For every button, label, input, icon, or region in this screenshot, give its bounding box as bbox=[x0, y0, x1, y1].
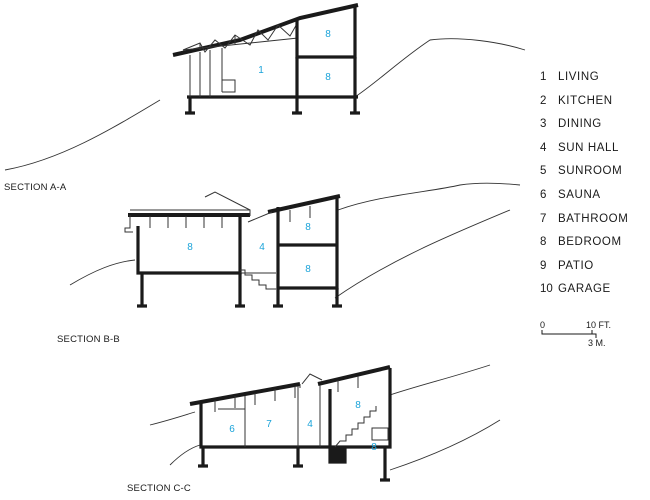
section-c-terrain-left bbox=[169, 444, 201, 466]
section-c-room-7: 7 bbox=[266, 419, 272, 430]
legend-number: 10 bbox=[540, 283, 553, 296]
legend-name: GARAGE bbox=[558, 283, 611, 296]
legend-item: 10 GARAGE bbox=[540, 283, 628, 307]
legend-number: 9 bbox=[540, 259, 547, 272]
legend-name: BATHROOM bbox=[558, 212, 629, 225]
legend-name: DINING bbox=[558, 118, 602, 131]
legend-item: 8 BEDROOM bbox=[540, 236, 628, 260]
legend-number: 5 bbox=[540, 165, 547, 178]
section-c-room-6: 6 bbox=[229, 424, 235, 435]
scale-bar: 0 10 FT. 3 M. bbox=[536, 320, 616, 352]
scale-bar-line bbox=[541, 330, 597, 338]
section-b-terrain-right bbox=[337, 182, 521, 211]
legend-name: PATIO bbox=[558, 259, 594, 272]
section-a-room-8-lower: 8 bbox=[325, 72, 331, 83]
legend-item: 4 SUN HALL bbox=[540, 142, 628, 166]
section-b-terrain-lower bbox=[334, 209, 511, 299]
section-b-bedroom-box bbox=[136, 216, 242, 275]
legend-number: 4 bbox=[540, 141, 547, 154]
section-a-lower-bedroom bbox=[295, 57, 357, 97]
legend-item: 7 BATHROOM bbox=[540, 213, 628, 237]
section-b-sunhall-roof bbox=[247, 211, 273, 223]
legend-name: LIVING bbox=[558, 71, 600, 83]
section-b-right-box bbox=[276, 196, 339, 290]
section-c-basement bbox=[328, 447, 347, 464]
section-a-upper-bedroom-walls bbox=[295, 5, 357, 59]
section-c-drawing: 6 7 4 8 8 bbox=[149, 364, 501, 482]
section-a-terrain-left bbox=[4, 99, 161, 171]
section-c-piers bbox=[201, 447, 387, 480]
section-a-terrain-right bbox=[354, 38, 526, 98]
legend-number: 8 bbox=[540, 236, 547, 249]
section-a-room-1: 1 bbox=[258, 65, 264, 76]
section-b-room-8-lower: 8 bbox=[305, 264, 311, 275]
scale-zero: 0 bbox=[540, 320, 546, 330]
scale-meters: 3 M. bbox=[588, 338, 606, 348]
section-c-label: SECTION C-C bbox=[127, 483, 191, 494]
section-b-room-8-left: 8 bbox=[187, 242, 193, 253]
section-b-stair bbox=[240, 269, 276, 290]
section-c-stair bbox=[334, 406, 377, 448]
section-c-bedroom-box bbox=[330, 368, 392, 449]
scale-feet: 10 FT. bbox=[586, 320, 612, 330]
section-c-footings bbox=[198, 464, 390, 482]
section-a-drawing: 1 8 8 bbox=[4, 3, 526, 171]
section-b-terrain-left bbox=[69, 259, 136, 286]
legend-item: 3 DINING bbox=[540, 118, 628, 142]
section-a-glazing bbox=[189, 48, 236, 97]
room-legend: 1 LIVING 2 KITCHEN 3 DINING 4 SUN HALL 5 SUNR… bbox=[540, 71, 628, 307]
legend-name: SAUNA bbox=[558, 188, 601, 201]
section-c-room-8-lower: 8 bbox=[371, 442, 377, 453]
section-a-label: SECTION A-A bbox=[4, 182, 67, 193]
section-a-piers bbox=[188, 97, 357, 113]
section-c-roof-right bbox=[317, 365, 391, 386]
legend-item: 6 SAUNA bbox=[540, 189, 628, 213]
section-b-room-8-upper: 8 bbox=[305, 222, 311, 233]
legend-item: 5 SUNROOM bbox=[540, 165, 628, 189]
section-a-room-8-upper: 8 bbox=[325, 29, 331, 40]
section-c-interior-walls bbox=[218, 385, 321, 447]
legend-item: 1 LIVING bbox=[540, 71, 628, 95]
section-b-label: SECTION B-B bbox=[57, 334, 120, 345]
legend-name: KITCHEN bbox=[558, 94, 613, 107]
legend-item: 2 KITCHEN bbox=[540, 95, 628, 119]
section-c-roof-left bbox=[189, 382, 301, 406]
legend-number: 7 bbox=[540, 212, 547, 225]
section-c-room-4: 4 bbox=[307, 419, 313, 430]
section-b-clerestory bbox=[204, 191, 251, 211]
section-c-window bbox=[371, 427, 389, 441]
section-c-joists bbox=[214, 376, 359, 412]
section-c-room-8-upper: 8 bbox=[355, 400, 361, 411]
section-c-living-box bbox=[199, 389, 332, 449]
legend-name: SUN HALL bbox=[558, 141, 620, 154]
section-c-terrain-upper bbox=[149, 411, 196, 426]
section-b-drawing: 8 4 8 8 bbox=[69, 182, 521, 308]
section-b-roof-right bbox=[267, 194, 341, 214]
legend-number: 1 bbox=[540, 71, 547, 83]
legend-name: BEDROOM bbox=[558, 236, 622, 249]
section-c-terrain-right bbox=[389, 364, 491, 396]
section-c-terrain-lower bbox=[389, 419, 501, 471]
legend-item: 9 PATIO bbox=[540, 260, 628, 284]
section-b-piers bbox=[140, 273, 339, 306]
legend-name: SUNROOM bbox=[558, 165, 623, 178]
legend-number: 6 bbox=[540, 188, 547, 201]
section-c-clerestory bbox=[299, 373, 323, 388]
legend-number: 3 bbox=[540, 118, 547, 131]
section-b-room-4: 4 bbox=[259, 242, 265, 253]
section-c-basement-fill bbox=[331, 448, 344, 461]
legend-number: 2 bbox=[540, 94, 547, 107]
section-a-roof-truss bbox=[182, 21, 299, 53]
